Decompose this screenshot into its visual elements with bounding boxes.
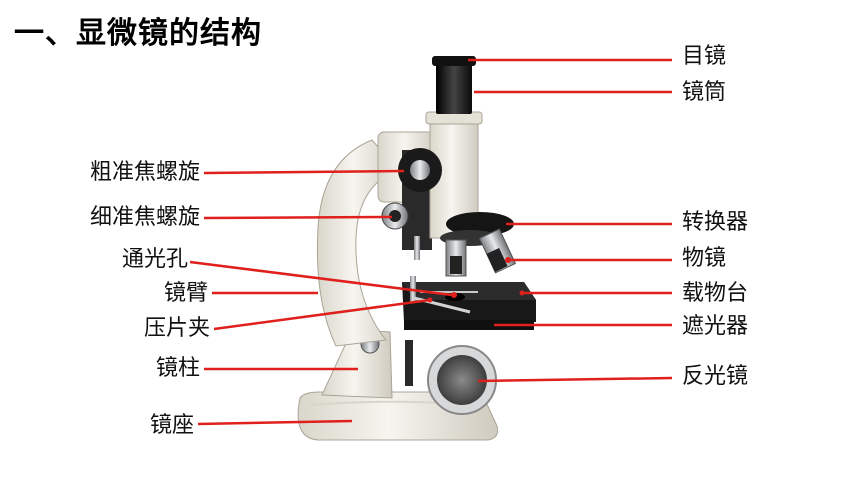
label-stage: 载物台 [682, 281, 749, 306]
label-diaphragm: 遮光器 [682, 314, 749, 339]
label-eyepiece: 目镜 [682, 44, 727, 69]
leader-mirror [477, 376, 673, 383]
page-title: 一、显微镜的结构 [14, 16, 262, 51]
label-nosepiece: 转换器 [682, 210, 749, 235]
leader-dots [427, 257, 525, 303]
label-tube: 镜筒 [682, 80, 727, 105]
label-coarse-knob: 粗准焦螺旋 [89, 160, 200, 185]
eyepiece-shape [432, 56, 476, 114]
label-base: 镜座 [149, 413, 194, 438]
label-aperture: 通光孔 [121, 247, 188, 272]
leader-base [197, 419, 353, 426]
label-clip: 压片夹 [143, 316, 210, 341]
label-fine-knob: 细准焦螺旋 [89, 205, 200, 230]
diaphragm-shape [404, 320, 534, 330]
leader-fine-knob [203, 215, 393, 220]
label-objective: 物镜 [682, 246, 727, 271]
leader-aperture [189, 260, 453, 297]
objective-shape [445, 228, 517, 277]
label-mirror: 反光镜 [682, 364, 749, 389]
leader-clip [213, 298, 431, 331]
leader-coarse-knob [203, 169, 405, 175]
label-arm: 镜臂 [163, 281, 208, 306]
label-pillar: 镜柱 [155, 356, 200, 381]
coarse-knob-shape [398, 148, 442, 192]
mirror-shape [405, 340, 497, 415]
leader-lines [189, 58, 673, 426]
arm-shape [316, 139, 399, 347]
